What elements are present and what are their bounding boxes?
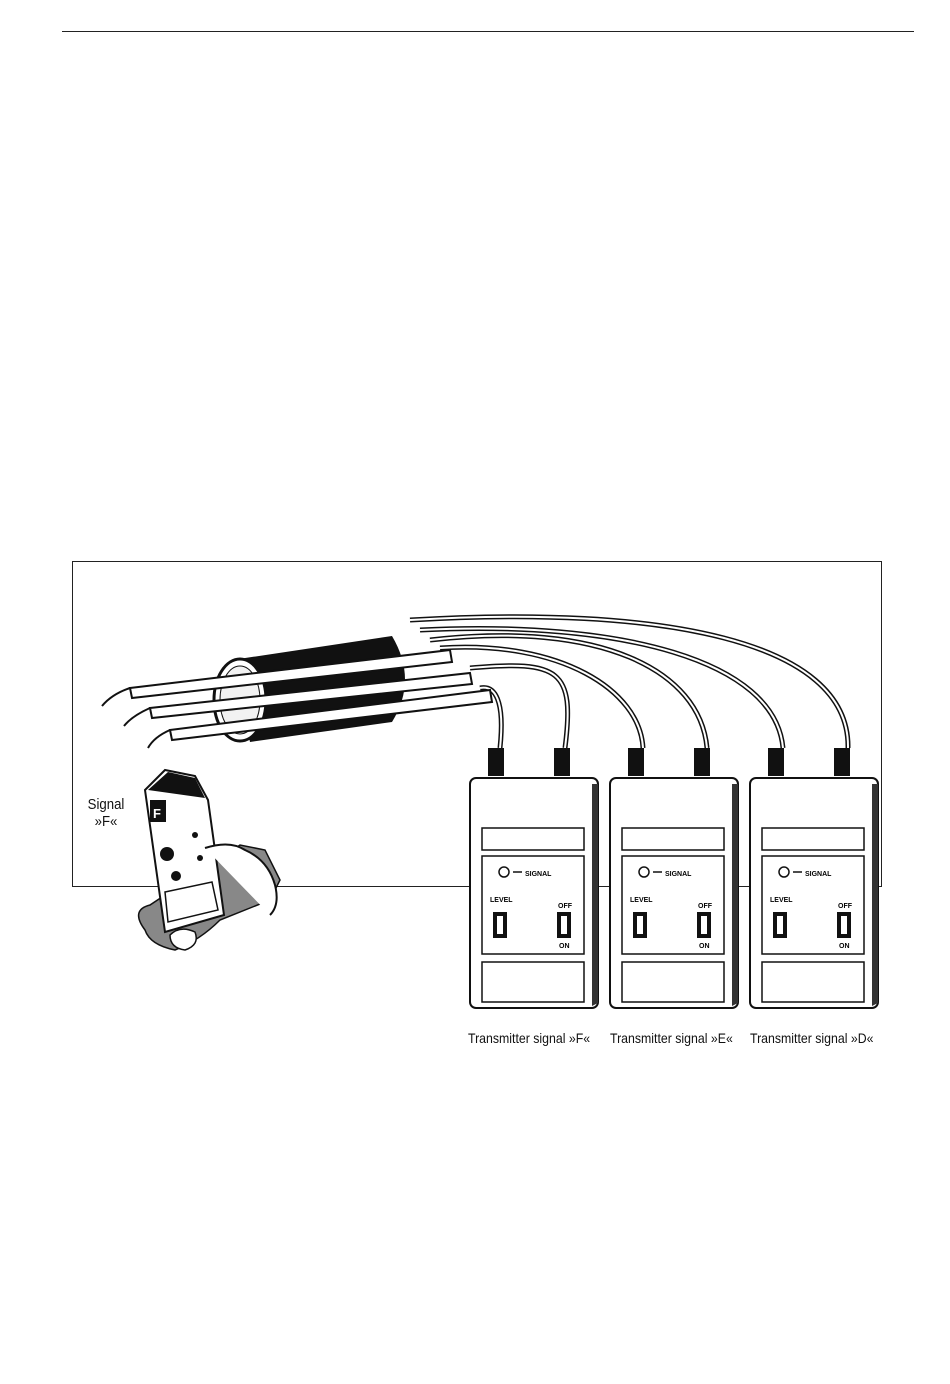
transmitter-2: SIGNAL LEVEL OFF ON [610, 748, 738, 1008]
transmitter-on-text: ON [699, 943, 710, 950]
receiver-display-letter: F [153, 806, 161, 821]
transmitter-off-text: OFF [698, 903, 713, 910]
transmitter-on-text: ON [839, 943, 850, 950]
transmitter-caption: Transmitter signal »E« [610, 1030, 733, 1046]
receiver-signal-label-line1: Signal [80, 796, 133, 813]
transmitter-level-text: LEVEL [770, 897, 793, 904]
receiver-signal-label-line2: »F« [80, 813, 133, 830]
transmitter-signal-text: SIGNAL [525, 871, 552, 878]
transmitter-caption: Transmitter signal »F« [468, 1030, 590, 1046]
transmitter-level-text: LEVEL [490, 897, 513, 904]
receiver-device [139, 770, 280, 950]
transmitter-signal-text: SIGNAL [805, 871, 832, 878]
receiver-signal-label: Signal »F« [80, 796, 133, 830]
transmitter-level-text: LEVEL [630, 897, 653, 904]
transmitter-off-text: OFF [838, 903, 853, 910]
transmitter-off-text: OFF [558, 903, 573, 910]
transmitter-signal-text: SIGNAL [665, 871, 692, 878]
transmitter-caption: Transmitter signal »D« [750, 1030, 873, 1046]
transmitter-1: SIGNAL LEVEL OFF ON [470, 748, 598, 1008]
transmitter-on-text: ON [559, 943, 570, 950]
transmitter-3: SIGNAL LEVEL OFF ON [750, 748, 878, 1008]
